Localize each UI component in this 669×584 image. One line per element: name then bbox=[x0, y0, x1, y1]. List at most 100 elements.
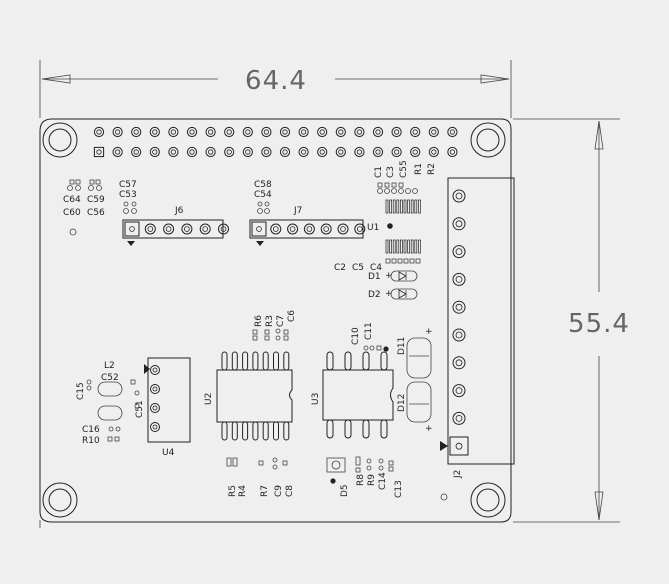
label-c16: C16 bbox=[82, 425, 100, 435]
connector-pin-inner bbox=[323, 226, 330, 232]
label-r6: R6 bbox=[254, 315, 264, 327]
connector-pin-outer bbox=[452, 356, 466, 370]
gpio-pin-outer bbox=[335, 146, 346, 158]
gpio-pin-outer bbox=[298, 126, 309, 138]
label-u4: U4 bbox=[162, 448, 175, 458]
u1-pin bbox=[410, 239, 414, 254]
label-c64: C64 bbox=[63, 195, 81, 205]
diode-d11: D11 + bbox=[397, 327, 433, 379]
connector-j2: J2 bbox=[440, 177, 515, 501]
gpio-pin-inner bbox=[412, 149, 418, 155]
gpio-pin-outer bbox=[112, 146, 123, 158]
connector-pin-inner bbox=[184, 226, 190, 232]
label-r4: R4 bbox=[238, 485, 248, 497]
u1-pin bbox=[389, 199, 392, 214]
u2-pin bbox=[273, 421, 279, 441]
gpio-pin-inner bbox=[263, 149, 269, 155]
label-r10: R10 bbox=[82, 436, 100, 446]
u2-pin bbox=[252, 421, 259, 441]
d1-plus-sign: + bbox=[385, 271, 393, 281]
d2-plus-sign: + bbox=[385, 289, 393, 299]
gpio-pin-outer bbox=[149, 146, 160, 158]
label-c15: C15 bbox=[76, 382, 86, 400]
gpio-pin-outer bbox=[335, 126, 346, 138]
connector-pin-inner bbox=[165, 226, 172, 232]
u4-pin-outer bbox=[150, 365, 160, 375]
u3-pin bbox=[380, 419, 388, 439]
u4-pin-inner bbox=[152, 424, 158, 430]
gpio-header bbox=[93, 126, 458, 158]
gpio-pin-outer bbox=[261, 126, 272, 138]
gpio-pin-inner bbox=[96, 129, 102, 135]
gpio-pin-inner bbox=[189, 129, 195, 135]
gpio-pin-outer bbox=[112, 126, 123, 138]
label-c14: C14 bbox=[378, 472, 388, 490]
gpio-pin-outer bbox=[372, 146, 384, 158]
label-c59: C59 bbox=[87, 195, 105, 205]
gpio-pin-outer bbox=[242, 126, 253, 138]
u3-pin bbox=[326, 351, 334, 371]
connector-pin-outer bbox=[181, 223, 193, 235]
gpio-pin-inner bbox=[449, 149, 455, 155]
connector-pin-inner bbox=[455, 192, 463, 200]
gpio-pin-outer bbox=[279, 146, 291, 158]
connector-pin-outer bbox=[452, 300, 466, 314]
gpio-pin-outer bbox=[391, 126, 402, 138]
u2-pin bbox=[283, 421, 290, 441]
mounting-hole-top-right bbox=[470, 122, 506, 158]
label-c52: C52 bbox=[101, 373, 119, 383]
gpio-pin-inner bbox=[189, 149, 195, 155]
ic-u3: U3 bbox=[311, 351, 394, 439]
gpio-pin-outer bbox=[279, 126, 291, 138]
gpio-pin-inner bbox=[449, 129, 455, 135]
label-j2: J2 bbox=[453, 470, 463, 479]
gpio-pin-inner bbox=[282, 129, 288, 135]
gpio-pin-inner bbox=[208, 129, 214, 135]
diode-d12: D12 + bbox=[397, 381, 433, 434]
gpio-pin-inner bbox=[319, 129, 325, 135]
u4-pin-outer bbox=[150, 384, 160, 394]
gpio-pin-outer bbox=[428, 146, 439, 158]
connector-pin-inner bbox=[272, 226, 279, 232]
connector-pin-outer bbox=[337, 223, 349, 235]
connector-j6: J6 bbox=[122, 206, 229, 246]
label-d1: D1 bbox=[368, 272, 381, 282]
connector-pin-outer bbox=[452, 189, 466, 203]
passives-l2-cluster: L2 C52 C15 C51 C16 R10 bbox=[76, 361, 145, 446]
label-c13: C13 bbox=[394, 480, 404, 498]
gpio-pin-inner bbox=[245, 129, 251, 135]
label-u1: U1 bbox=[367, 223, 379, 233]
gpio-pin-outer bbox=[186, 126, 198, 138]
connector-pin-outer bbox=[320, 223, 332, 235]
gpio-pin-inner bbox=[133, 149, 139, 155]
width-dimension-label: 64.4 bbox=[245, 66, 307, 96]
label-c56: C56 bbox=[87, 208, 105, 218]
u1-pin bbox=[410, 199, 414, 214]
gpio-pin-inner bbox=[152, 129, 158, 135]
u2-pin bbox=[252, 351, 259, 371]
gpio-pin1-square bbox=[93, 146, 105, 158]
gpio-pin-outer bbox=[354, 146, 365, 158]
u1-pin bbox=[407, 239, 410, 254]
u2-pin bbox=[262, 351, 269, 371]
connector-pin-inner bbox=[147, 226, 154, 232]
connector-pin-inner bbox=[356, 226, 363, 232]
d12-plus-sign: + bbox=[425, 424, 433, 434]
gpio-pin-inner bbox=[375, 129, 381, 135]
label-d11: D11 bbox=[397, 337, 407, 355]
gpio-pin-inner bbox=[356, 149, 362, 155]
u1-pin bbox=[385, 239, 389, 254]
label-r3: R3 bbox=[265, 315, 275, 327]
u3-pin bbox=[344, 351, 352, 371]
label-j7: J7 bbox=[293, 206, 302, 216]
diode-d2: D2 + bbox=[368, 288, 418, 300]
gpio-pin-outer bbox=[410, 146, 421, 158]
gpio-pin-outer bbox=[131, 146, 142, 158]
u1-pin bbox=[407, 199, 410, 214]
label-c53: C53 bbox=[119, 190, 137, 200]
gpio-pin-inner bbox=[356, 129, 362, 135]
gpio-pin-outer bbox=[131, 126, 142, 138]
connector-pin-inner bbox=[455, 275, 463, 283]
passives-top-left: C64 C59 C60 C56 C57 C53 bbox=[63, 179, 137, 236]
gpio-pin-inner bbox=[282, 149, 288, 155]
